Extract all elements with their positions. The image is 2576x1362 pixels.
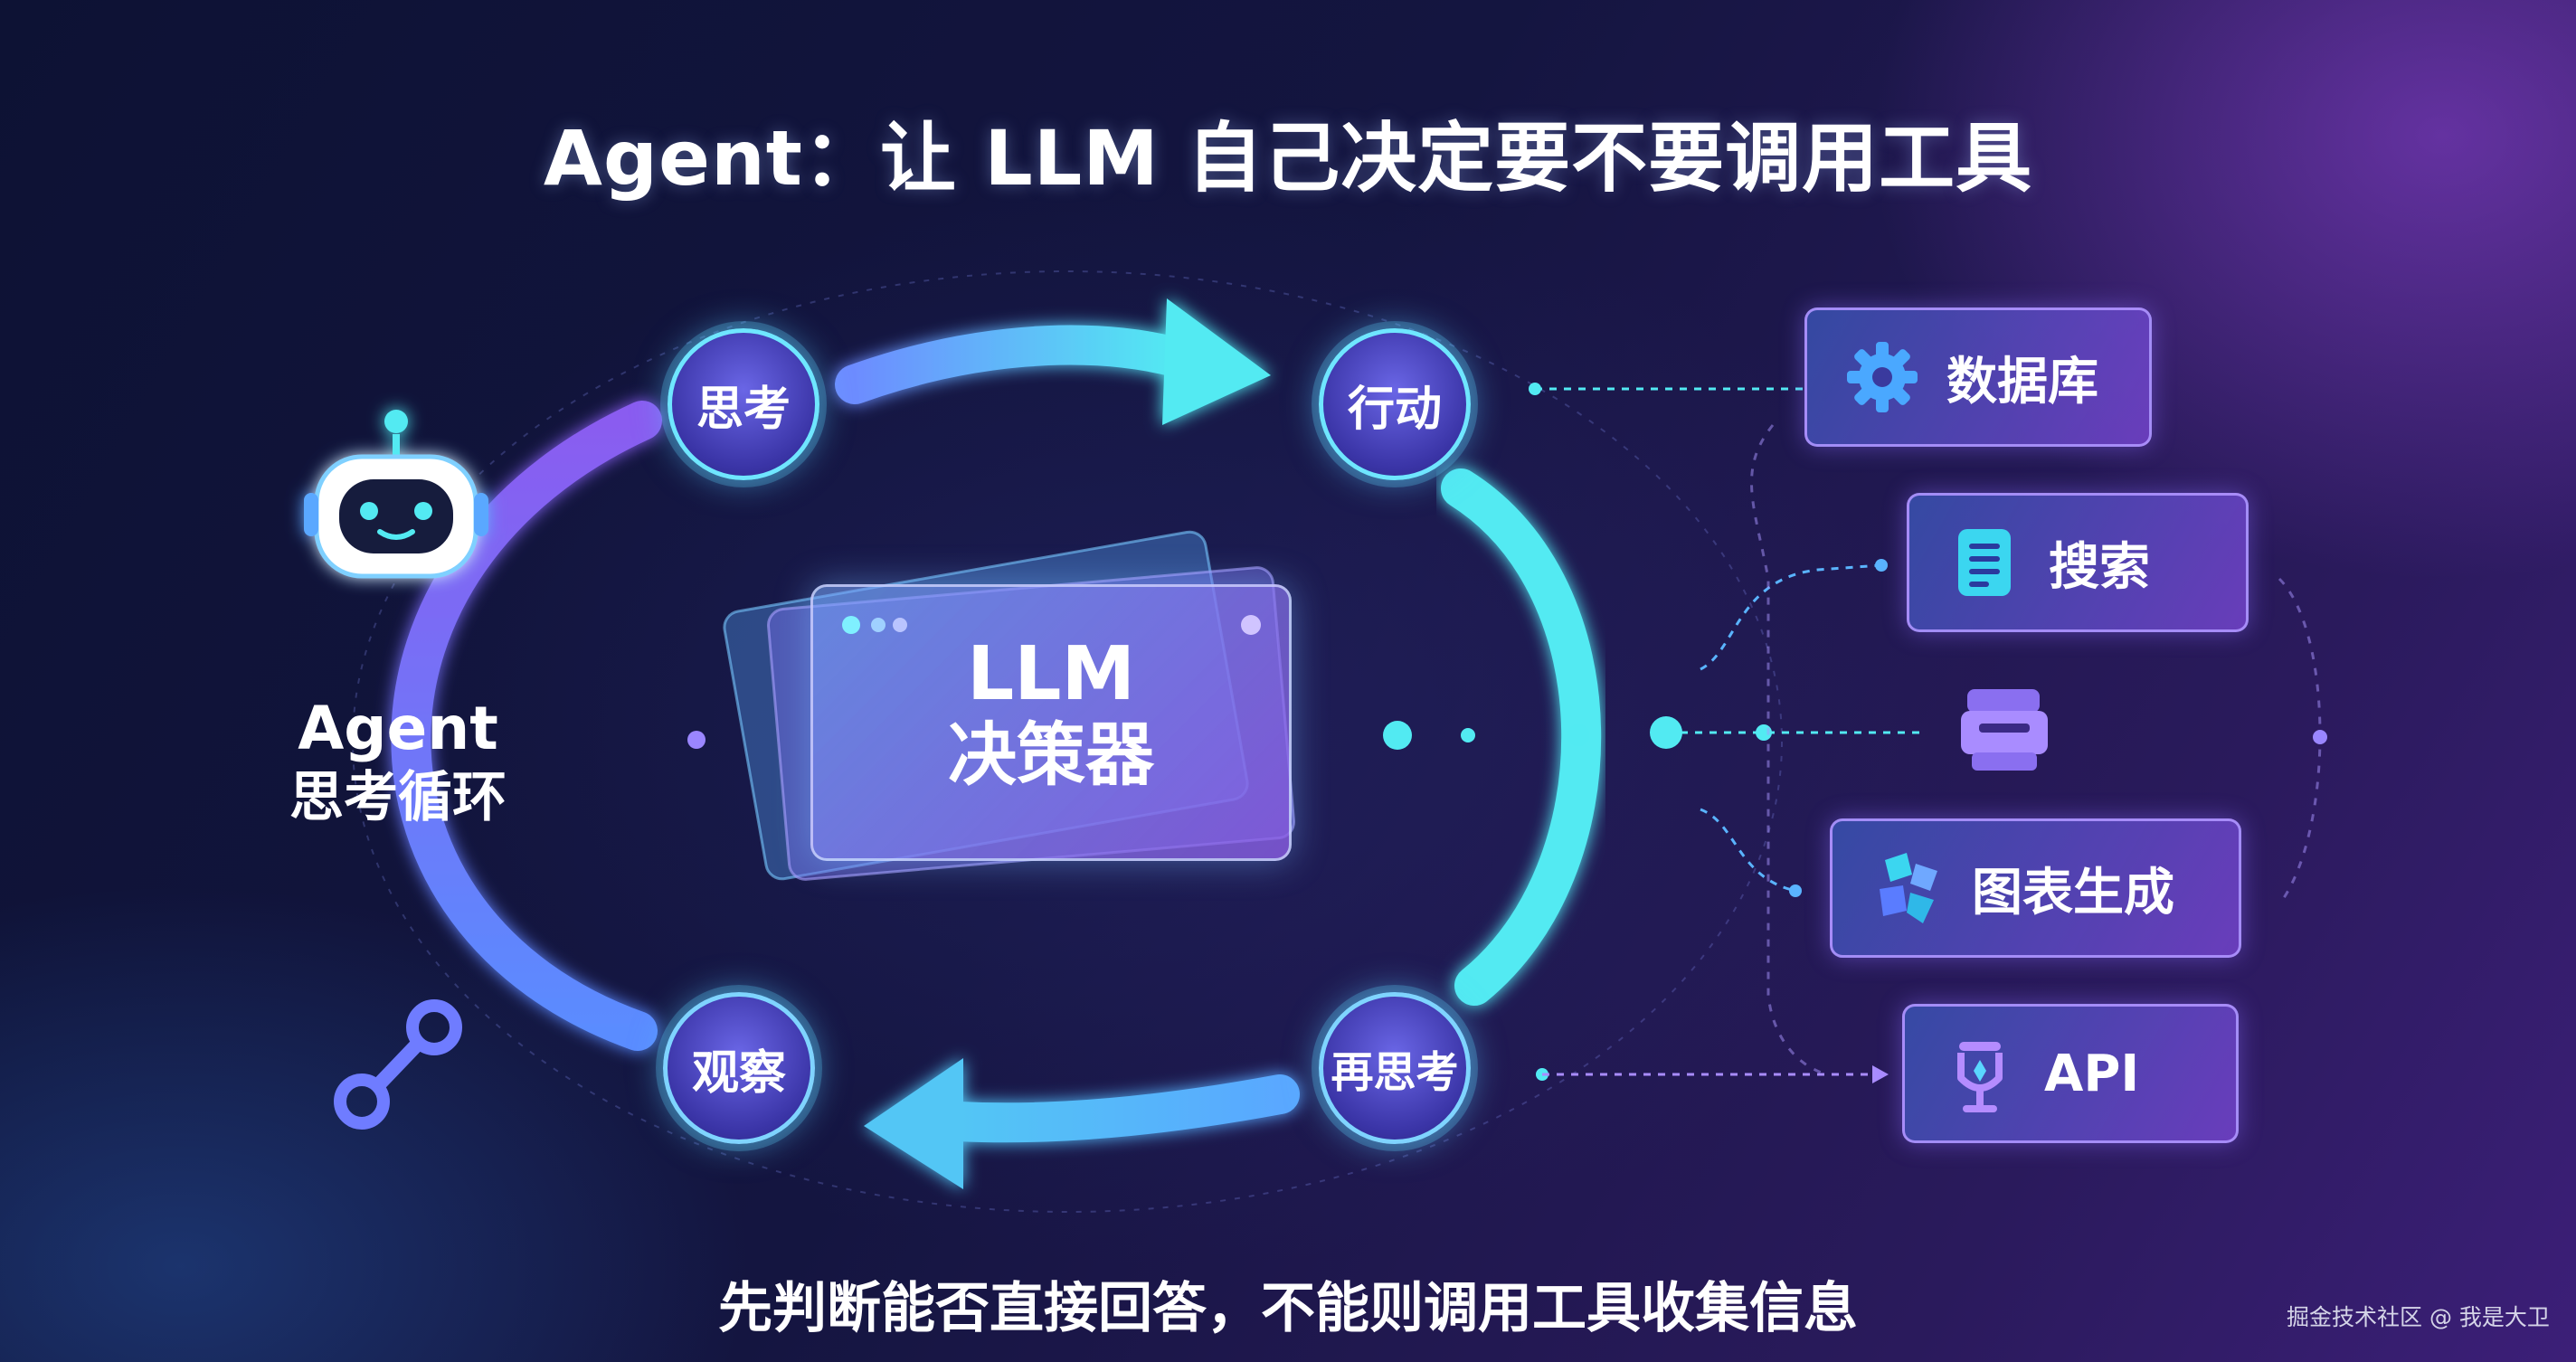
llm-decider-label: LLM 决策器 xyxy=(810,633,1292,793)
node-rethink: 再思考 xyxy=(1319,992,1471,1144)
arrowhead xyxy=(1872,1065,1889,1083)
tool-search: 搜索 xyxy=(1907,493,2249,632)
dot xyxy=(1383,721,1412,750)
blocks-icon xyxy=(1867,847,1948,929)
node-think: 思考 xyxy=(668,328,819,480)
robot-icon xyxy=(304,410,488,579)
gear-icon xyxy=(1842,336,1923,418)
link-chart xyxy=(1700,808,1796,893)
card-dot-right xyxy=(1241,615,1261,635)
tool-database-label: 数据库 xyxy=(1946,352,2098,411)
tool-chart-label: 图表生成 xyxy=(1972,863,2174,922)
dot xyxy=(1875,559,1888,572)
tool-chart: 图表生成 xyxy=(1830,818,2241,958)
node-act: 行动 xyxy=(1319,328,1471,480)
llm-card xyxy=(810,584,1292,861)
arc-observe-to-think xyxy=(391,401,662,1051)
tool-api-label: API xyxy=(2044,1044,2140,1103)
arc-act-to-rethink xyxy=(1441,468,1602,1006)
arrow-think-to-act xyxy=(835,298,1271,425)
api-icon xyxy=(1939,1033,2021,1114)
document-icon xyxy=(1944,522,2025,603)
arrow-rethink-to-observe xyxy=(864,1058,1300,1189)
link-search xyxy=(1700,563,1882,671)
watermark: 掘金技术社区 @ 我是大卫 xyxy=(2287,1304,2550,1330)
outer-orbit xyxy=(352,270,1783,1213)
agent-loop-label: Agent 思考循环 xyxy=(271,694,525,829)
dot xyxy=(2313,730,2327,744)
dot xyxy=(1789,884,1802,897)
tool-search-label: 搜索 xyxy=(2049,537,2150,597)
dot xyxy=(1567,724,1589,746)
dot xyxy=(687,731,706,749)
llm-line1: LLM xyxy=(966,631,1136,717)
tool-api: API xyxy=(1902,1004,2239,1143)
agent-label-line1: Agent xyxy=(298,694,498,763)
printer-icon xyxy=(1961,689,2048,771)
link-icon xyxy=(334,999,462,1130)
tool-database: 数据库 xyxy=(1804,307,2152,447)
tool-bus xyxy=(1750,424,1828,1076)
card-dots xyxy=(842,616,907,634)
llm-line2: 决策器 xyxy=(948,714,1154,795)
right-bracket xyxy=(2278,577,2322,905)
agent-label-line2: 思考循环 xyxy=(289,765,507,829)
node-observe: 观察 xyxy=(663,992,815,1144)
page-title: Agent：让 LLM 自己决定要不要调用工具 xyxy=(543,114,2033,203)
subtitle: 先判断能否直接回答，不能则调用工具收集信息 xyxy=(718,1277,1858,1340)
dot xyxy=(1461,728,1475,742)
